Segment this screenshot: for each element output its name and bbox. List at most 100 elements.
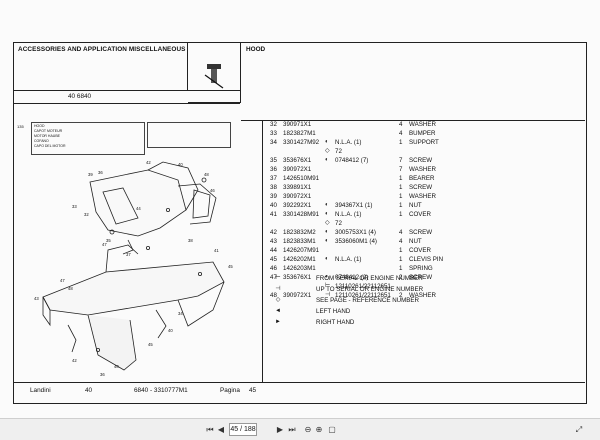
zoom-out-icon[interactable]: ⊖ bbox=[304, 425, 312, 434]
legend-text: LEFT HAND bbox=[316, 308, 351, 315]
part-description: BEARER bbox=[409, 175, 435, 182]
footer-group: 40 bbox=[85, 387, 93, 394]
part-number: 1426203M1 bbox=[283, 265, 316, 272]
left-hand-icon: ◄ bbox=[275, 308, 281, 314]
right-hand-icon: ► bbox=[275, 319, 281, 325]
svg-text:47: 47 bbox=[60, 278, 65, 283]
svg-text:40: 40 bbox=[178, 162, 183, 167]
svg-text:45: 45 bbox=[148, 342, 153, 347]
caption-line: COFANO bbox=[34, 139, 49, 143]
item-number: 36 bbox=[270, 166, 277, 173]
part-note: 12110261/22112651 bbox=[335, 283, 391, 290]
zoom-in-icon[interactable]: ⊕ bbox=[315, 425, 323, 434]
footer-brand: Landini bbox=[30, 387, 51, 394]
part-quantity: 4 bbox=[399, 238, 403, 245]
next-page-icon[interactable]: ▶ bbox=[276, 425, 284, 434]
item-number: 34 bbox=[270, 139, 277, 146]
caption-line: CAPOT MOTEUR bbox=[34, 129, 63, 133]
page-number-input[interactable]: 45 / 188 bbox=[229, 423, 257, 436]
item-number: 47 bbox=[270, 274, 277, 281]
svg-text:42: 42 bbox=[146, 160, 151, 165]
legend-text: FROM SERIAL OR ENGINE NUMBER bbox=[316, 275, 423, 282]
part-note: 0748412 (7) bbox=[335, 157, 369, 164]
part-number: 390972X1 bbox=[283, 193, 312, 200]
item-number: 45 bbox=[270, 256, 277, 263]
part-description: COVER bbox=[409, 247, 432, 254]
group-title: HOOD bbox=[246, 46, 266, 53]
svg-text:45: 45 bbox=[228, 264, 233, 269]
part-number: 1426207M91 bbox=[283, 247, 320, 254]
part-number: 3301427M92 bbox=[283, 139, 320, 146]
part-description: COVER bbox=[409, 211, 432, 218]
part-description: NUT bbox=[409, 238, 422, 245]
previous-page-icon[interactable]: ◀ bbox=[217, 425, 225, 434]
svg-text:40: 40 bbox=[168, 328, 173, 333]
caption-line: HOOD bbox=[34, 124, 45, 128]
part-note: 0748412 (2) bbox=[335, 274, 369, 281]
first-page-icon[interactable]: ⏮ bbox=[206, 425, 214, 434]
fit-page-icon[interactable]: ▢ bbox=[328, 425, 336, 434]
part-quantity: 1 bbox=[399, 175, 403, 182]
footer-page-label: Pagina bbox=[220, 387, 240, 394]
part-status-icon: ◐ bbox=[325, 256, 329, 262]
item-number: 41 bbox=[270, 211, 277, 218]
part-status-icon: ◐ bbox=[325, 211, 329, 217]
part-status-icon: ◐ bbox=[325, 139, 329, 145]
part-note: 3536060M1 (4) bbox=[335, 238, 377, 245]
part-status-icon: ◐ bbox=[325, 274, 329, 280]
part-description: SCREW bbox=[409, 184, 433, 191]
svg-text:35: 35 bbox=[106, 238, 111, 243]
svg-text:41: 41 bbox=[214, 248, 219, 253]
svg-text:40: 40 bbox=[114, 364, 119, 369]
legend-text: SEE PAGE - REFERENCE NUMBER bbox=[316, 297, 420, 304]
part-description: SCREW bbox=[409, 229, 433, 236]
item-number: 32 bbox=[270, 121, 277, 128]
fastener-symbol-box bbox=[188, 42, 241, 103]
footer-divider bbox=[13, 382, 585, 383]
catalog-page: ACCESSORIES AND APPLICATION MISCELLANEOU… bbox=[13, 42, 587, 404]
part-note: N.L.A. (1) bbox=[335, 139, 362, 146]
part-quantity: 2 bbox=[399, 274, 403, 281]
item-number: 37 bbox=[270, 175, 277, 182]
part-number: 1823832M2 bbox=[283, 229, 316, 236]
part-number: 390972X1 bbox=[283, 292, 312, 299]
part-quantity: 7 bbox=[399, 166, 403, 173]
see-page-icon: ◇ bbox=[275, 297, 281, 303]
svg-text:44: 44 bbox=[136, 206, 141, 211]
part-description: WASHER bbox=[409, 193, 436, 200]
svg-text:48: 48 bbox=[204, 172, 209, 177]
part-number: 1426510M91 bbox=[283, 175, 320, 182]
part-status-icon: ◇ bbox=[325, 148, 330, 154]
svg-text:43: 43 bbox=[34, 296, 39, 301]
part-description: WASHER bbox=[409, 121, 436, 128]
part-number: 353676X1 bbox=[283, 274, 312, 281]
part-number: 339891X1 bbox=[283, 184, 312, 191]
part-quantity: 1 bbox=[399, 211, 403, 218]
part-status-icon: ⊢ bbox=[325, 283, 331, 289]
svg-text:46: 46 bbox=[210, 188, 215, 193]
part-description: SUPPORT bbox=[409, 139, 439, 146]
page-frame bbox=[13, 42, 587, 404]
part-number: 1823827M1 bbox=[283, 130, 316, 137]
part-number: 3301428M91 bbox=[283, 211, 320, 218]
part-description: SCREW bbox=[409, 274, 433, 281]
part-description: WASHER bbox=[409, 292, 436, 299]
part-quantity: 1 bbox=[399, 193, 403, 200]
fullscreen-icon[interactable]: ⤢ bbox=[575, 425, 583, 434]
part-description: CLEVIS PIN bbox=[409, 256, 444, 263]
item-number: 48 bbox=[270, 292, 277, 299]
svg-text:33: 33 bbox=[72, 204, 77, 209]
part-note: 72 bbox=[335, 148, 342, 155]
footer-page-number: 45 bbox=[249, 387, 257, 394]
last-page-icon[interactable]: ⏭ bbox=[288, 425, 296, 434]
part-description: SCREW bbox=[409, 157, 433, 164]
svg-text:42: 42 bbox=[72, 358, 77, 363]
group-code-box: 40 6840 bbox=[13, 90, 240, 104]
item-number: 40 bbox=[270, 202, 277, 209]
part-number: 1426202M1 bbox=[283, 256, 316, 263]
item-number: 44 bbox=[270, 247, 277, 254]
part-quantity: 4 bbox=[399, 229, 403, 236]
section-title: ACCESSORIES AND APPLICATION MISCELLANEOU… bbox=[18, 46, 186, 53]
svg-text:34: 34 bbox=[178, 311, 183, 316]
